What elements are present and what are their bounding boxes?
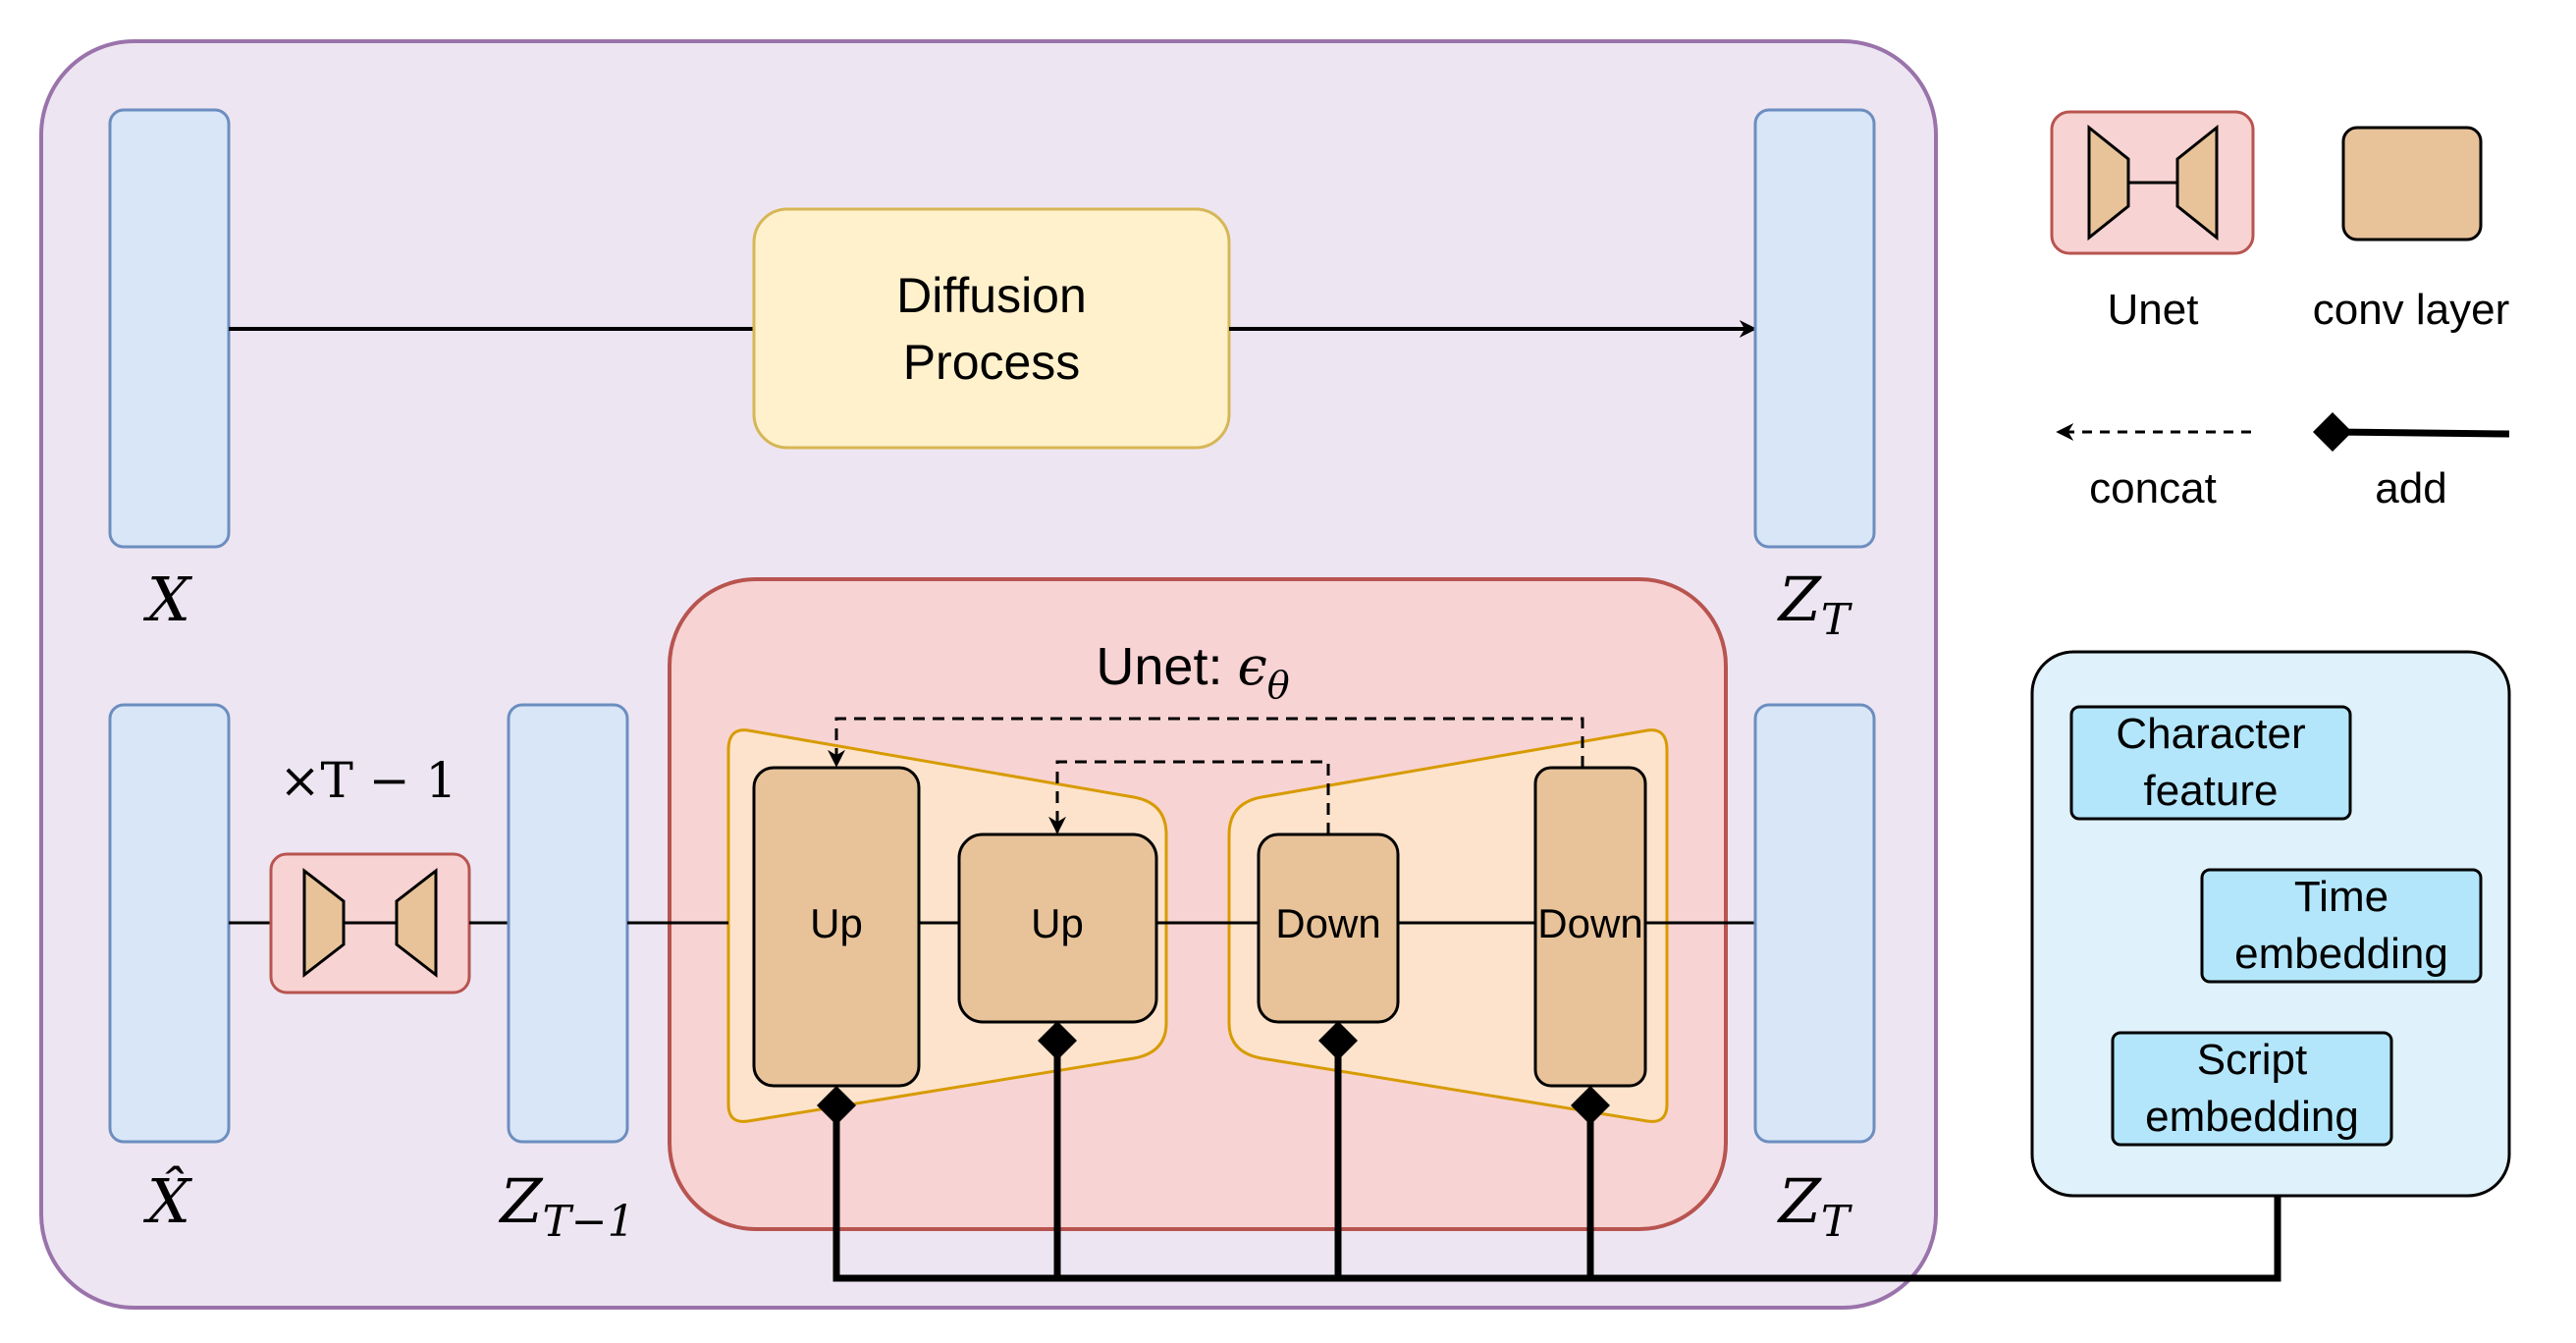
conv-block-down-2-label: Down — [1537, 900, 1642, 946]
latent-zt-top-block — [1753, 108, 1876, 549]
condition-add-lines — [817, 1021, 2281, 1282]
skip-connection-inner — [1048, 760, 1330, 834]
add-diamond-down-2 — [1571, 1086, 1610, 1125]
legend-unet-label: Unet — [2108, 286, 2199, 334]
latent-xhat-block — [108, 703, 231, 1144]
legend-conv-label: conv layer — [2313, 286, 2510, 334]
diffusion-process-label-line2: Process — [903, 335, 1081, 390]
diffusion-process-label-line1: Diffusion — [896, 268, 1087, 323]
legend-add-label: add — [2375, 464, 2446, 512]
latent-x-block — [108, 108, 231, 549]
latent-x-label: X — [143, 564, 193, 635]
add-diamond-up-1 — [817, 1086, 856, 1125]
conv-block-down-1-label: Down — [1275, 900, 1380, 946]
latent-zt-bottom-block — [1753, 703, 1876, 1144]
latent-zt-bottom-label: ZT — [1777, 1165, 1853, 1247]
character-feature-box — [2069, 705, 2352, 821]
latent-zt-minus-1-label: ZT−1 — [498, 1165, 634, 1247]
legend-add-line — [2313, 412, 2510, 452]
legend-conv-icon — [2341, 126, 2483, 242]
script-embedding-box — [2111, 1031, 2393, 1147]
repeat-unet-icon — [269, 852, 471, 994]
latent-zt-minus-1-block — [507, 703, 629, 1144]
time-embedding-box — [2200, 868, 2483, 984]
skip-connection-outer — [828, 717, 1584, 768]
add-diamond-up-2 — [1038, 1021, 1077, 1060]
legend-unet-icon — [2050, 110, 2255, 255]
conv-block-up-2-label: Up — [1031, 900, 1084, 946]
diffusion-process-box — [752, 207, 1231, 450]
repeat-count-label: ×T − 1 — [280, 752, 457, 809]
add-diamond-down-1 — [1318, 1021, 1358, 1060]
legend-concat-label: concat — [2089, 464, 2217, 512]
latent-xhat-label: X̂ — [143, 1165, 193, 1237]
conv-block-up-1-label: Up — [810, 900, 863, 946]
unet-title: Unet: ϵθ — [1096, 635, 1289, 707]
latent-zt-top-label: ZT — [1777, 564, 1853, 645]
